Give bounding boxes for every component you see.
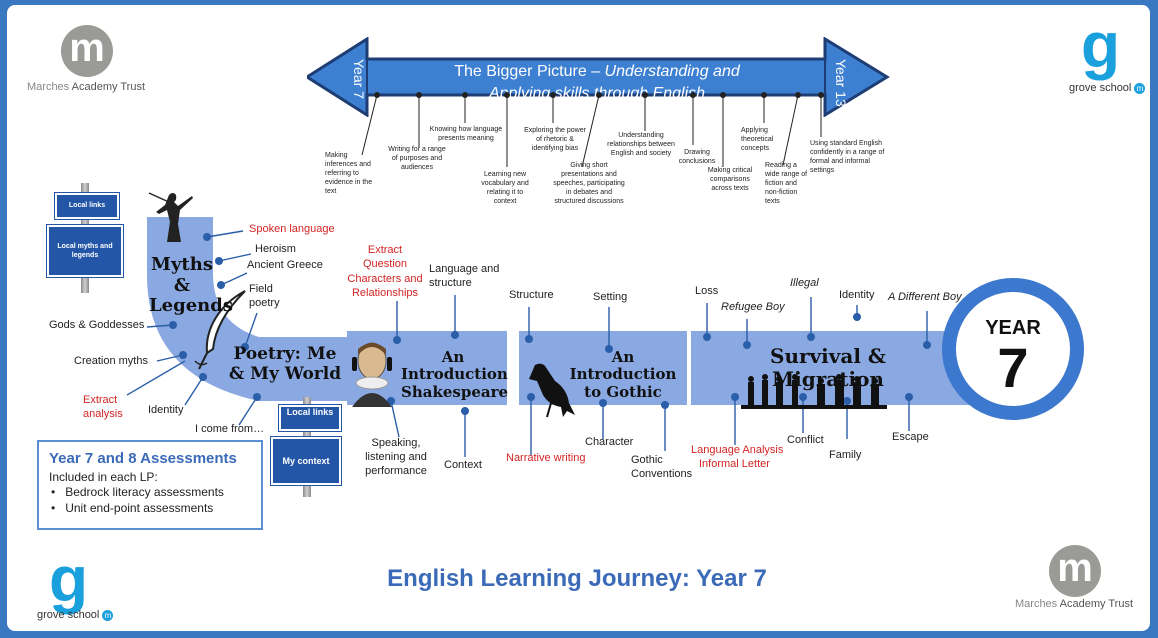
label-spoken-language: Spoken language [249, 223, 335, 237]
label-extract-analysis: Extract analysis [83, 394, 123, 422]
label-identity: Identity [148, 404, 183, 418]
assessments-item: • Unit end-point assessments [51, 501, 213, 515]
label-different-boy: A Different Boy [888, 291, 962, 303]
label-language-analysis: Language Analysis [691, 444, 783, 458]
label-illegal: Illegal [790, 277, 819, 289]
label-character: Character [585, 436, 633, 450]
unit-survival-title: Survival & Migration [723, 345, 933, 391]
label-extract-question: Extract Question [363, 244, 407, 272]
sign-my-context: My context [271, 437, 341, 485]
assessments-item: • Bedrock literacy assessments [51, 485, 224, 499]
unit-shakespeare-title: An Introduction Shakespeare [401, 349, 505, 401]
label-heroism: Heroism [255, 243, 296, 257]
assessments-title: Year 7 and 8 Assessments [49, 450, 237, 467]
unit-poetry-title: Poetry: Me & My World [223, 345, 347, 384]
unit-myths-title: Myths & Legends [149, 255, 215, 317]
unit-gothic-title: An Introduction to Gothic [563, 349, 683, 401]
label-informal-letter: Informal Letter [699, 458, 770, 472]
label-loss: Loss [695, 285, 718, 299]
label-i-come-from: I come from… [195, 423, 264, 437]
label-gods: Gods & Goddesses [49, 319, 144, 333]
sign-local-links-2: Local links [279, 405, 341, 431]
label-speaking: Speaking, listening and performance [365, 437, 427, 478]
label-language-structure: Language and structure [429, 263, 509, 291]
label-ancient-greece: Ancient Greece [247, 259, 323, 273]
shakespeare-portrait-icon [344, 335, 400, 407]
label-identity-2: Identity [839, 289, 874, 303]
label-structure: Structure [509, 289, 554, 303]
label-refugee-boy: Refugee Boy [721, 301, 785, 313]
sign-local-links: Local links [55, 193, 119, 219]
label-gothic-conventions: Gothic Conventions [631, 454, 697, 482]
footer-title: English Learning Journey: Year 7 [307, 565, 847, 593]
assessments-intro: Included in each LP: [49, 470, 158, 484]
label-escape: Escape [892, 431, 929, 445]
label-setting: Setting [593, 291, 627, 305]
label-characters-relationships: Characters and Relationships [347, 273, 423, 301]
label-creation-myths: Creation myths [74, 355, 148, 369]
page-frame: m Marches Academy Trust g grove school m… [7, 5, 1150, 631]
label-field-poetry: Field poetry [249, 283, 289, 311]
label-narrative-writing: Narrative writing [506, 452, 585, 466]
label-conflict: Conflict [787, 434, 824, 448]
year-badge-number: 7 [957, 335, 1069, 400]
sign-local-myths: Local myths and legends [47, 225, 123, 277]
greek-figure-icon [147, 189, 197, 247]
label-family: Family [829, 449, 861, 463]
label-context: Context [444, 459, 482, 473]
assessments-box: Year 7 and 8 Assessments Included in eac… [37, 440, 263, 530]
